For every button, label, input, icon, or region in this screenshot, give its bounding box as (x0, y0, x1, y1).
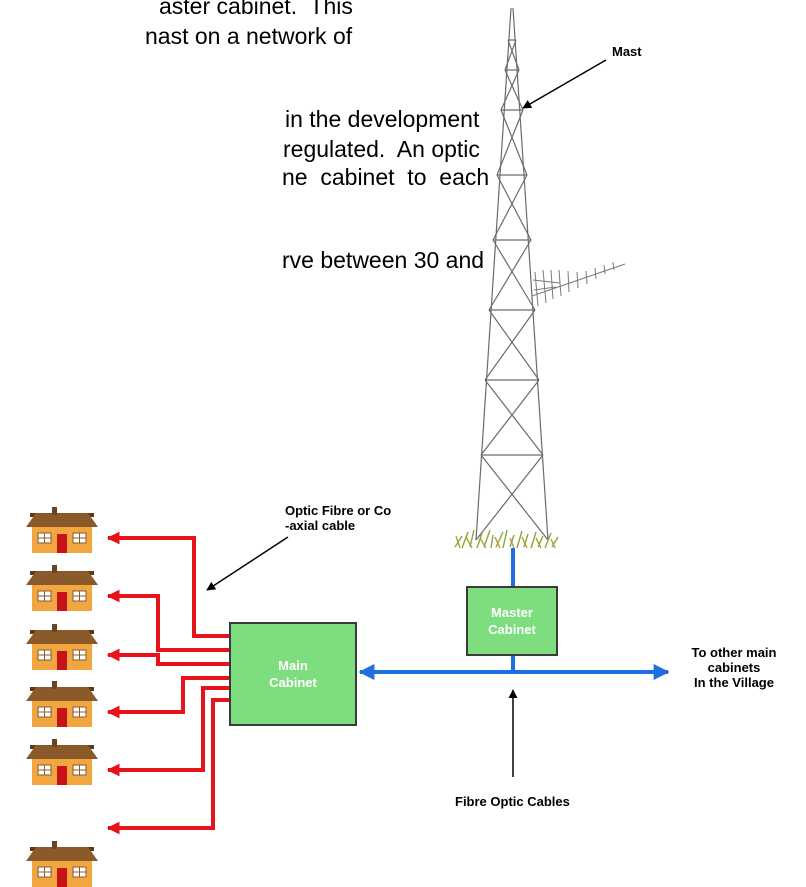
house-cables (106, 531, 229, 835)
house-icon (25, 623, 99, 671)
house-icon (25, 506, 99, 554)
paragraph-line-2: nast on a network of (145, 23, 353, 49)
paragraph-line-6: rve between 30 and (282, 247, 485, 273)
other-cabinets-label-2: cabinets (707, 660, 761, 675)
other-cabinets-label-3: In the Village (694, 675, 774, 690)
grass-icon (454, 529, 559, 549)
house-icon (25, 564, 99, 612)
paragraph-line-1: aster cabinet. This (159, 0, 353, 19)
antenna-icon (531, 261, 626, 307)
label-pointers (206, 59, 607, 777)
mast-tower (475, 7, 549, 541)
other-cabinets-label: To other main cabinets In the Village (672, 645, 796, 690)
main-cabinet-label-2: Cabinet (269, 675, 317, 690)
master-cabinet-label-2: Cabinet (488, 622, 536, 637)
mast-label: Mast (612, 44, 642, 59)
master-cabinet-label-1: Master (491, 605, 533, 620)
main-cabinet-label-1: Main (278, 658, 308, 673)
optic-fibre-label-1: Optic Fibre or Co (285, 503, 392, 518)
paragraph-line-3: in the development (285, 106, 480, 132)
house-icon (25, 680, 99, 728)
house-icon (25, 840, 99, 887)
optic-fibre-label: Optic Fibre or Co -axial cable (285, 503, 391, 533)
other-cabinets-label-1: To other main (691, 645, 777, 660)
optic-fibre-label-2: -axial cable (285, 518, 356, 533)
fibre-optic-cables-label: Fibre Optic Cables (455, 794, 570, 809)
paragraph-line-5: ne cabinet to each (282, 164, 490, 190)
house-icon (25, 738, 99, 786)
fibre-cables (358, 548, 670, 680)
paragraph-line-4: regulated. An optic (283, 136, 480, 162)
